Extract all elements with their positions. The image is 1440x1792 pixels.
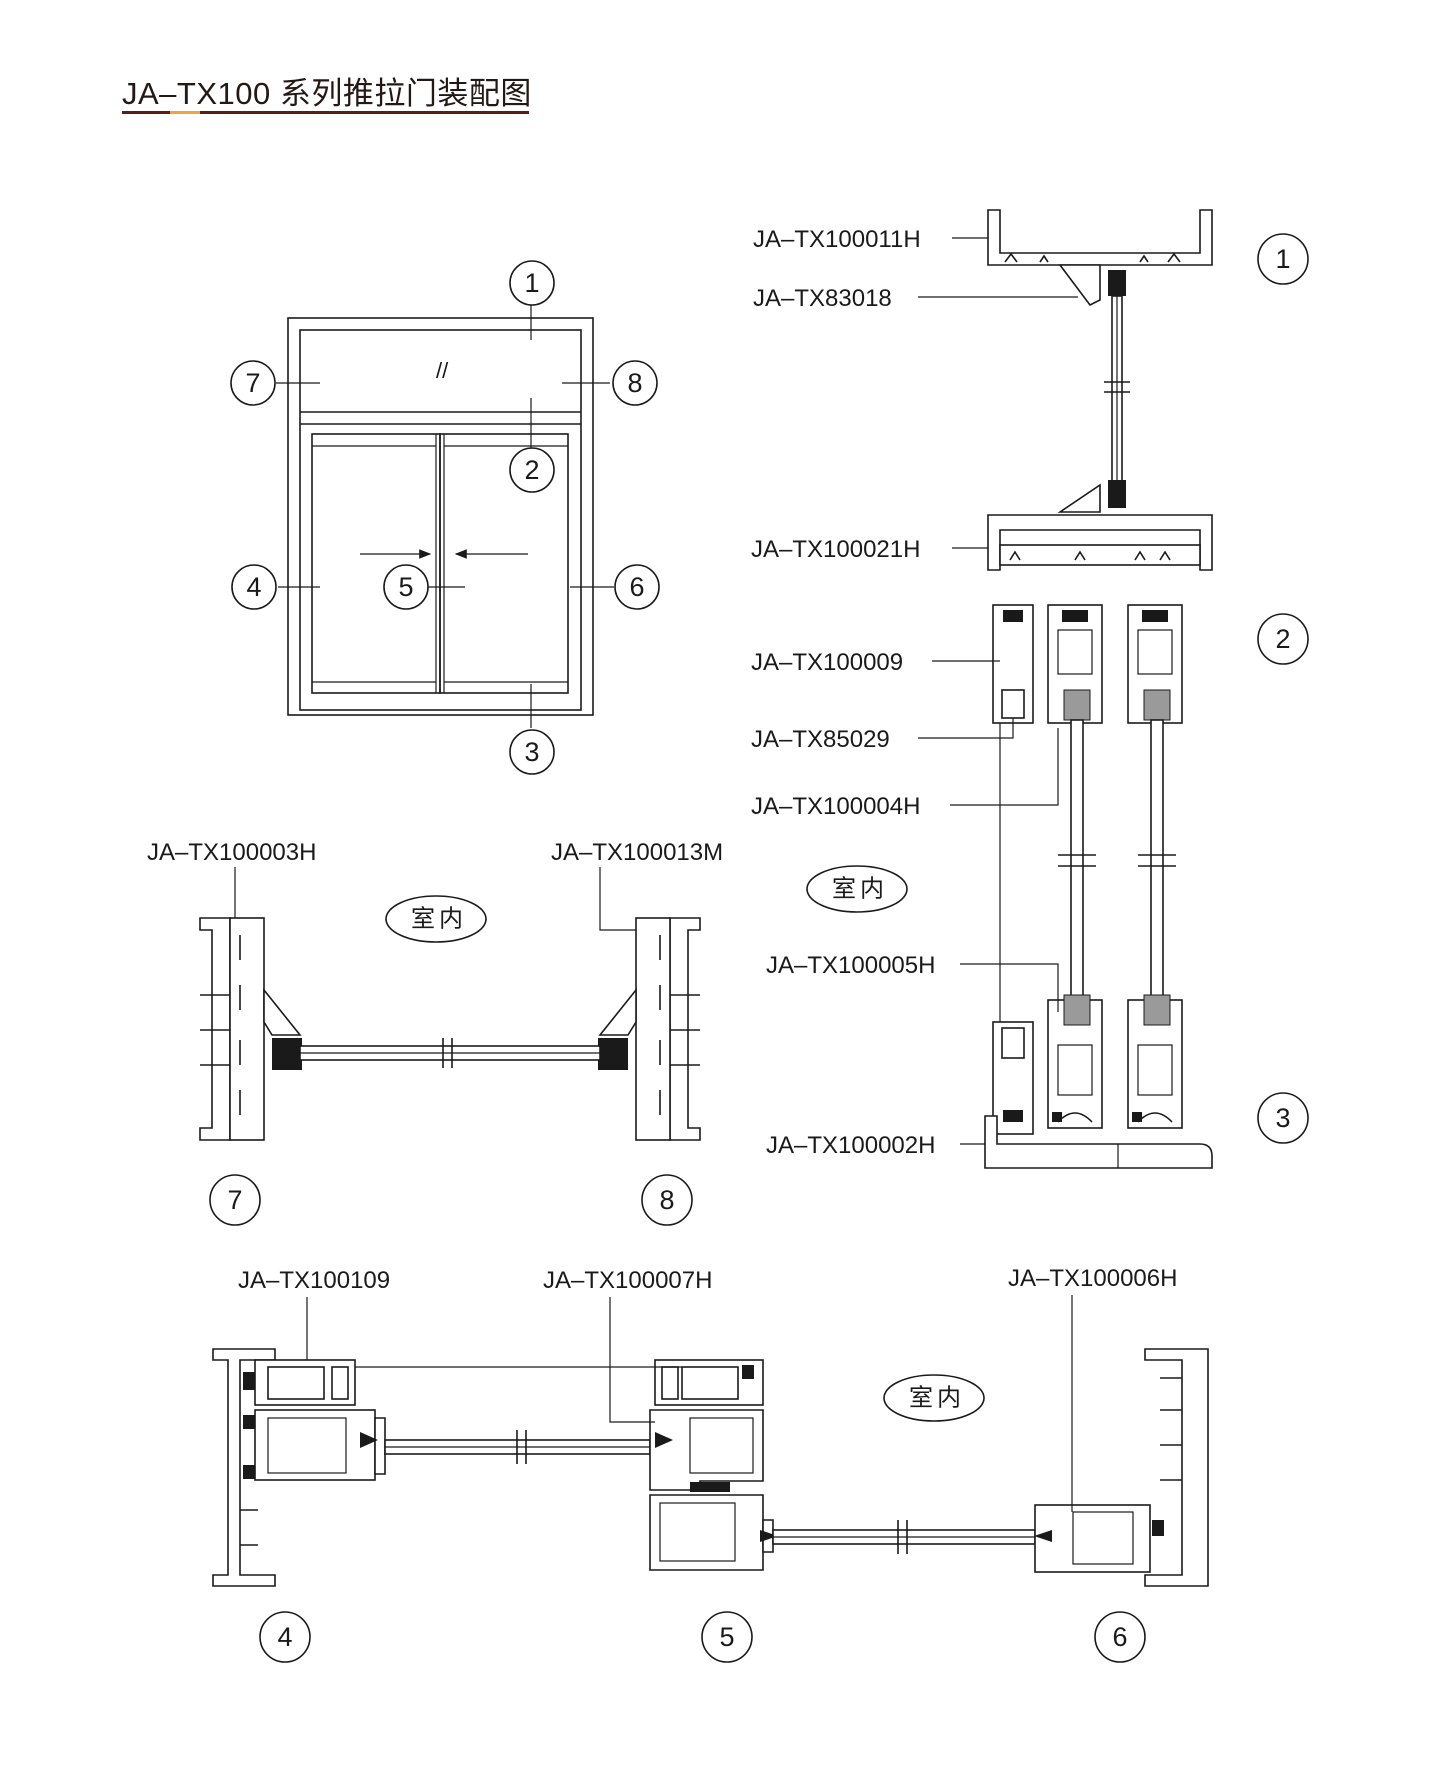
sash-a-glass — [1070, 719, 1084, 999]
left-bead — [263, 987, 302, 1036]
svg-text:1: 1 — [524, 268, 539, 298]
right-jamb-body — [635, 917, 671, 1141]
svg-text:2: 2 — [524, 455, 539, 485]
svg-text:6: 6 — [1112, 1622, 1127, 1652]
right-sash — [439, 433, 569, 694]
svg-text:6: 6 — [629, 572, 644, 602]
head-glazing-bead — [1058, 264, 1101, 307]
transom-bead — [1057, 483, 1101, 513]
label-tx100004h: JA–TX100004H — [751, 793, 920, 820]
label-tx100002h: JA–TX100002H — [766, 1132, 935, 1159]
vertical-section: JA–TX100011H JA–TX83018 JA–TX100021H JA–… — [751, 209, 1309, 1169]
svg-text:室内: 室内 — [832, 876, 888, 903]
jt85029-insert — [1001, 689, 1025, 719]
callout-6: 6 — [614, 564, 660, 610]
label-tx100013m: JA–TX100013M — [551, 839, 723, 866]
sash-glass-break — [1058, 854, 1176, 867]
callout-section-8: 8 — [641, 1174, 693, 1226]
svg-text:3: 3 — [524, 737, 539, 767]
callout-5: 5 — [383, 564, 429, 610]
title-accent — [170, 111, 200, 114]
interior-badge-vertical: 室内 — [806, 865, 908, 913]
label-tx100021h: JA–TX100021H — [751, 536, 920, 563]
head-gasket — [1108, 270, 1126, 296]
svg-text:8: 8 — [627, 368, 642, 398]
callout-1: 1 — [509, 260, 555, 306]
sash-a-top-rail — [1047, 604, 1103, 724]
right-bead — [598, 987, 637, 1036]
inner-frame — [299, 329, 582, 711]
interior-badge-transom: 室内 — [385, 895, 487, 943]
callout-8: 8 — [612, 360, 658, 406]
title-underline — [122, 111, 529, 114]
callout-section-7: 7 — [209, 1174, 261, 1226]
svg-text:2: 2 — [1275, 624, 1290, 654]
glass-break — [1104, 381, 1130, 393]
callout-7: 7 — [230, 360, 276, 406]
transom-gasket — [1108, 480, 1126, 508]
sill-profile — [984, 1115, 1213, 1169]
head-profile — [987, 209, 1213, 266]
interior-badge-horizontal: 室内 — [883, 1374, 985, 1422]
svg-text:5: 5 — [398, 572, 413, 602]
callout-section-4: 4 — [259, 1611, 311, 1663]
right-jamb-section — [1144, 1348, 1209, 1587]
label-tx100005h: JA–TX100005H — [766, 952, 935, 979]
svg-text:1: 1 — [1275, 244, 1290, 274]
right-jamb-outer — [669, 917, 701, 1141]
elevation-view: // 1 2 3 4 5 6 7 8 — [230, 260, 660, 775]
outer-frame — [287, 317, 594, 716]
callout-2: 2 — [509, 447, 555, 493]
label-tx100007h: JA–TX100007H — [543, 1267, 712, 1294]
transom-section: JA–TX100003H JA–TX100013M 室内 7 8 — [147, 839, 723, 1226]
transom-profile — [987, 514, 1213, 571]
label-tx100009: JA–TX100009 — [751, 649, 903, 676]
svg-text:7: 7 — [245, 368, 260, 398]
svg-text:4: 4 — [246, 572, 261, 602]
callout-section-5: 5 — [701, 1611, 753, 1663]
glass-mark: // — [436, 358, 449, 383]
left-jamb-body — [229, 917, 265, 1141]
callout-4: 4 — [231, 564, 277, 610]
sash-b-glass — [1150, 719, 1164, 999]
svg-text:室内: 室内 — [411, 906, 467, 933]
callout-section-3: 3 — [1257, 1092, 1309, 1144]
left-sash-stile — [254, 1409, 376, 1481]
left-sash — [311, 433, 441, 694]
label-tx85029: JA–TX85029 — [751, 726, 890, 753]
svg-text:8: 8 — [659, 1185, 674, 1215]
left-jamb-outer — [199, 917, 231, 1141]
callout-section-2: 2 — [1257, 613, 1309, 665]
svg-text:4: 4 — [277, 1622, 292, 1652]
label-tx100006h: JA–TX100006H — [1008, 1265, 1177, 1292]
svg-text:5: 5 — [719, 1622, 734, 1652]
label-tx100003h: JA–TX100003H — [147, 839, 316, 866]
svg-text:7: 7 — [227, 1185, 242, 1215]
horizontal-section: JA–TX100109 JA–TX100007H JA–TX100006H 室内… — [212, 1265, 1209, 1663]
right-sash-interlock — [649, 1494, 764, 1571]
page-title: JA–TX100 系列推拉门装配图 — [122, 76, 532, 111]
svg-text:室内: 室内 — [909, 1385, 965, 1412]
label-tx100011h: JA–TX100011H — [753, 226, 921, 253]
callout-3: 3 — [509, 729, 555, 775]
callout-section-1: 1 — [1257, 233, 1309, 285]
label-tx100109: JA–TX100109 — [238, 1267, 390, 1294]
callout-section-6: 6 — [1094, 1611, 1146, 1663]
jt100007h-interlock — [649, 1409, 764, 1491]
jt100006h-stile — [1034, 1504, 1151, 1573]
label-tx83018: JA–TX83018 — [753, 285, 892, 312]
svg-text:3: 3 — [1275, 1103, 1290, 1133]
